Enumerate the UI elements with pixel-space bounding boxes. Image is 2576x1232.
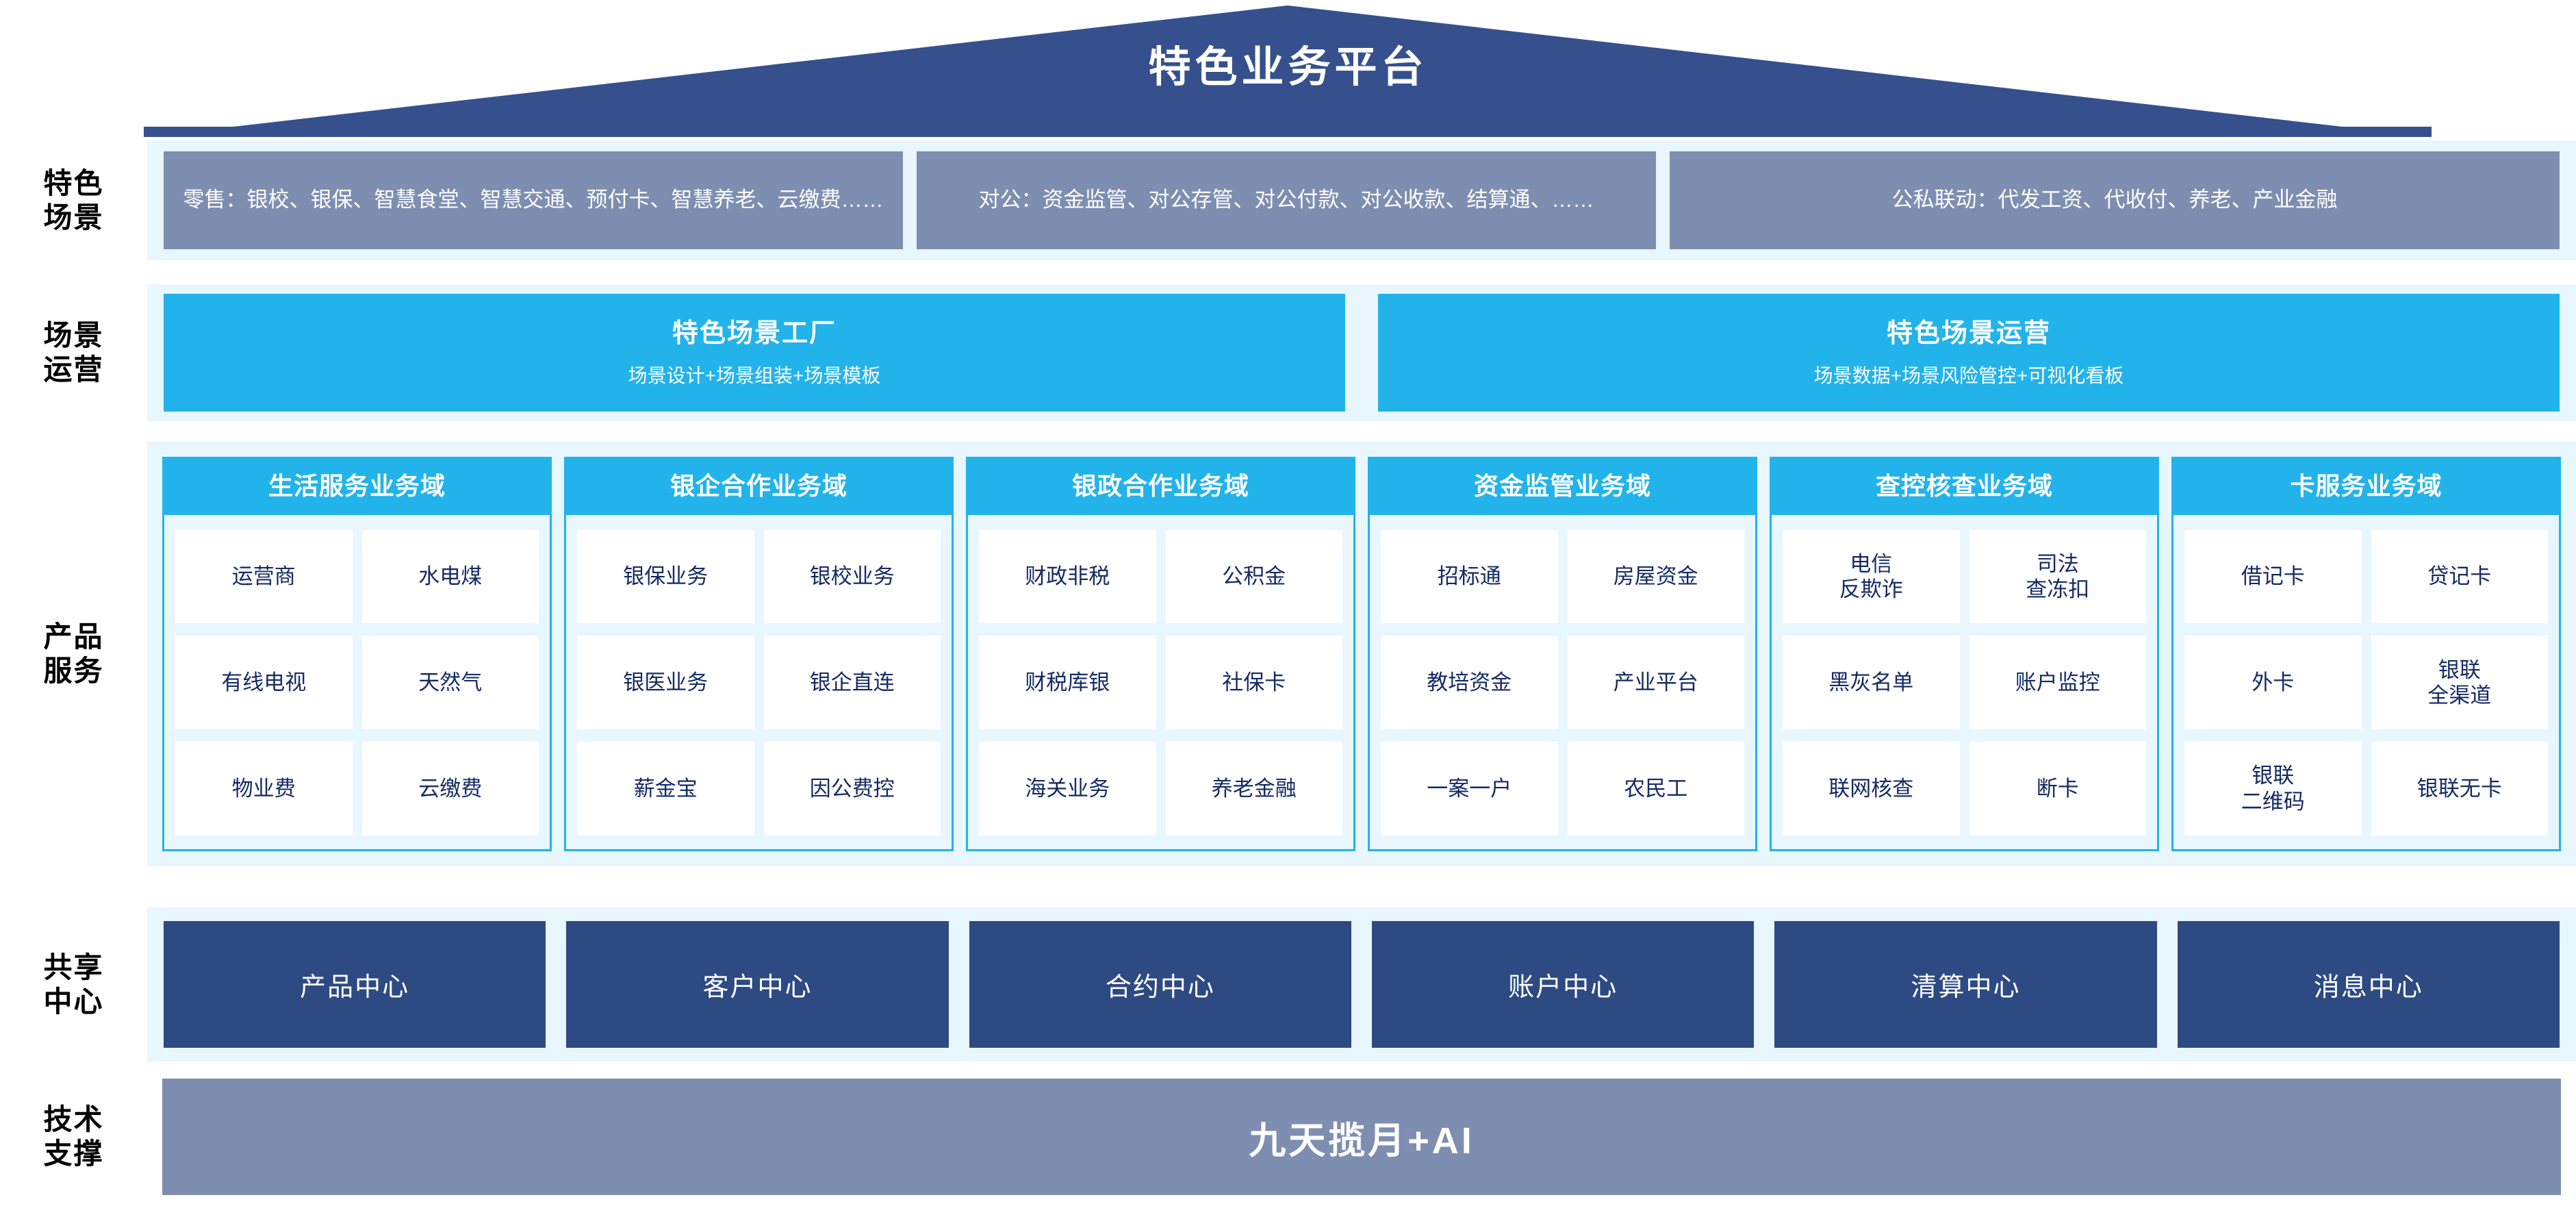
- ops-box-scenario-operation[interactable]: 特色场景运营 场景数据+场景风险管控+可视化看板: [1378, 294, 2560, 412]
- domain-cell[interactable]: 公积金: [1165, 529, 1342, 624]
- domain-cell[interactable]: 账户监控: [1969, 636, 2146, 730]
- domain-cell[interactable]: 云缴费: [361, 742, 539, 835]
- domain-cell[interactable]: 运营商: [175, 529, 353, 624]
- domain-grid-investigation-control: 电信 反欺诈 司法 查冻扣 黑灰名单 账户监控 联网核查 断卡: [1772, 515, 2157, 849]
- domain-title-bank-government: 银政合作业务域: [968, 459, 1353, 515]
- tech-support-band[interactable]: 九天揽月+AI: [162, 1079, 2561, 1195]
- domain-cell[interactable]: 电信 反欺诈: [1783, 529, 1960, 624]
- domain-grid-bank-enterprise: 银保业务 银校业务 银医业务 银企直连 薪金宝 因公费控: [566, 515, 952, 849]
- row-label-shared-centers: 共享 中心: [0, 907, 147, 1061]
- row-label-scenarios-line2: 场景: [43, 201, 104, 234]
- operations-body: 特色场景工厂 场景设计+场景组装+场景模板 特色场景运营 场景数据+场景风险管控…: [147, 284, 2576, 421]
- domain-cell[interactable]: 银联 全渠道: [2371, 636, 2548, 730]
- row-label-operations-line2: 运营: [43, 353, 104, 386]
- domain-cell[interactable]: 因公费控: [763, 742, 941, 835]
- domain-cell[interactable]: 借记卡: [2184, 529, 2362, 624]
- scenario-box-corporate[interactable]: 对公：资金监管、对公存管、对公付款、对公收款、结算通、……: [917, 151, 1656, 249]
- domain-title-investigation-control: 查控核查业务域: [1772, 459, 2157, 515]
- domain-column-bank-government: 银政合作业务域 财政非税 公积金 财税库银 社保卡 海关业务 养老金融: [966, 457, 1355, 851]
- row-label-operations: 场景 运营: [0, 284, 147, 421]
- domain-cell[interactable]: 银联 二维码: [2184, 742, 2362, 835]
- domain-cell[interactable]: 银保业务: [577, 529, 754, 624]
- shared-center-customer[interactable]: 客户中心: [566, 921, 949, 1048]
- operations-row: 场景 运营 特色场景工厂 场景设计+场景组装+场景模板 特色场景运营 场景数据+…: [0, 284, 2576, 421]
- row-label-shared-centers-line2: 中心: [43, 985, 104, 1018]
- shared-centers-body: 产品中心 客户中心 合约中心 账户中心 清算中心 消息中心: [147, 907, 2576, 1061]
- domain-cell[interactable]: 银企直连: [763, 636, 941, 730]
- domain-cell[interactable]: 司法 查冻扣: [1969, 529, 2146, 624]
- domain-cell[interactable]: 贷记卡: [2371, 529, 2548, 624]
- domain-cell[interactable]: 招标通: [1381, 529, 1558, 624]
- scenario-box-public-private-linkage[interactable]: 公私联动：代发工资、代收付、养老、产业金融: [1670, 151, 2560, 249]
- row-label-operations-line1: 场景: [43, 319, 104, 352]
- ops-title-scenario-factory: 特色场景工厂: [672, 319, 837, 349]
- domain-cell[interactable]: 房屋资金: [1567, 529, 1744, 624]
- row-label-tech-support-line2: 支撑: [43, 1137, 104, 1170]
- domain-cell[interactable]: 物业费: [175, 742, 353, 835]
- row-label-shared-centers-line1: 共享: [43, 951, 104, 983]
- ops-sub-scenario-operation: 场景数据+场景风险管控+可视化看板: [1813, 364, 2124, 386]
- row-label-tech-support: 技术 支撑: [0, 1079, 147, 1195]
- domain-cell[interactable]: 黑灰名单: [1783, 636, 1960, 730]
- domain-title-card-service: 卡服务业务域: [2173, 459, 2559, 515]
- domain-cell[interactable]: 社保卡: [1165, 636, 1342, 730]
- domain-title-bank-enterprise: 银企合作业务域: [566, 459, 952, 515]
- domain-title-fund-supervision: 资金监管业务域: [1370, 459, 1755, 515]
- domain-grid-card-service: 借记卡 贷记卡 外卡 银联 全渠道 银联 二维码 银联无卡: [2173, 515, 2559, 849]
- domain-cell[interactable]: 财税库银: [979, 636, 1156, 730]
- row-label-scenarios: 特色 场景: [0, 140, 147, 260]
- shared-center-account[interactable]: 账户中心: [1371, 921, 1755, 1048]
- domain-cell[interactable]: 财政非税: [979, 529, 1156, 624]
- domain-cell[interactable]: 外卡: [2184, 636, 2362, 730]
- row-label-products-line2: 服务: [43, 655, 104, 687]
- domain-cell[interactable]: 银校业务: [763, 529, 941, 624]
- ops-sub-scenario-factory: 场景设计+场景组装+场景模板: [628, 364, 881, 386]
- roof-shape: [144, 5, 2432, 137]
- domain-cell[interactable]: 养老金融: [1165, 742, 1342, 835]
- row-label-tech-support-line1: 技术: [43, 1103, 104, 1136]
- domain-column-bank-enterprise: 银企合作业务域 银保业务 银校业务 银医业务 银企直连 薪金宝 因公费控: [564, 457, 954, 851]
- scenarios-row: 特色 场景 零售：银校、银保、智慧食堂、智慧交通、预付卡、智慧养老、云缴费…… …: [0, 140, 2576, 260]
- scenario-box-retail[interactable]: 零售：银校、银保、智慧食堂、智慧交通、预付卡、智慧养老、云缴费……: [164, 151, 903, 249]
- shared-center-message[interactable]: 消息中心: [2177, 921, 2560, 1048]
- shared-center-contract[interactable]: 合约中心: [969, 921, 1351, 1048]
- domain-cell[interactable]: 联网核查: [1783, 742, 1960, 835]
- shared-center-settlement[interactable]: 清算中心: [1774, 921, 2157, 1048]
- domain-grid-life-service: 运营商 水电煤 有线电视 天然气 物业费 云缴费: [164, 515, 550, 849]
- domain-cell[interactable]: 断卡: [1969, 742, 2146, 835]
- products-body: 生活服务业务域 运营商 水电煤 有线电视 天然气 物业费 云缴费 银企合作业务域…: [147, 442, 2576, 866]
- domain-cell[interactable]: 产业平台: [1567, 636, 1744, 730]
- domain-title-life-service: 生活服务业务域: [164, 459, 550, 515]
- domain-cell[interactable]: 有线电视: [175, 636, 353, 730]
- ops-box-scenario-factory[interactable]: 特色场景工厂 场景设计+场景组装+场景模板: [164, 294, 1345, 412]
- domain-grid-bank-government: 财政非税 公积金 财税库银 社保卡 海关业务 养老金融: [968, 515, 1353, 849]
- domain-column-investigation-control: 查控核查业务域 电信 反欺诈 司法 查冻扣 黑灰名单 账户监控 联网核查 断卡: [1770, 457, 2159, 851]
- scenarios-body: 零售：银校、银保、智慧食堂、智慧交通、预付卡、智慧养老、云缴费…… 对公：资金监…: [147, 140, 2576, 260]
- domain-grid-fund-supervision: 招标通 房屋资金 教培资金 产业平台 一案一户 农民工: [1370, 515, 1755, 849]
- row-label-scenarios-line1: 特色: [43, 166, 104, 199]
- domain-column-fund-supervision: 资金监管业务域 招标通 房屋资金 教培资金 产业平台 一案一户 农民工: [1368, 457, 1757, 851]
- domain-column-card-service: 卡服务业务域 借记卡 贷记卡 外卡 银联 全渠道 银联 二维码 银联无卡: [2171, 457, 2561, 851]
- ops-title-scenario-operation: 特色场景运营: [1886, 319, 2051, 349]
- domain-cell[interactable]: 薪金宝: [577, 742, 754, 835]
- platform-title-banner: 特色业务平台: [0, 0, 2576, 137]
- page-title: 特色业务平台: [1148, 44, 1428, 91]
- products-row: 产品 服务 生活服务业务域 运营商 水电煤 有线电视 天然气 物业费 云缴费 银…: [0, 442, 2576, 866]
- domain-cell[interactable]: 教培资金: [1381, 636, 1558, 730]
- domain-cell[interactable]: 农民工: [1567, 742, 1744, 835]
- domain-column-life-service: 生活服务业务域 运营商 水电煤 有线电视 天然气 物业费 云缴费: [162, 457, 552, 851]
- tech-support-body: 九天揽月+AI: [147, 1079, 2576, 1195]
- shared-centers-row: 共享 中心 产品中心 客户中心 合约中心 账户中心 清算中心 消息中心: [0, 907, 2576, 1061]
- row-label-products: 产品 服务: [0, 442, 147, 866]
- domain-cell[interactable]: 银医业务: [577, 636, 754, 730]
- domain-cell[interactable]: 水电煤: [361, 529, 539, 624]
- tech-support-row: 技术 支撑 九天揽月+AI: [0, 1079, 2576, 1195]
- shared-center-product[interactable]: 产品中心: [164, 921, 546, 1048]
- domain-cell[interactable]: 银联无卡: [2371, 742, 2548, 835]
- domain-cell[interactable]: 海关业务: [979, 742, 1156, 835]
- domain-cell[interactable]: 天然气: [361, 636, 539, 730]
- row-label-products-line1: 产品: [43, 620, 104, 653]
- domain-cell[interactable]: 一案一户: [1381, 742, 1558, 835]
